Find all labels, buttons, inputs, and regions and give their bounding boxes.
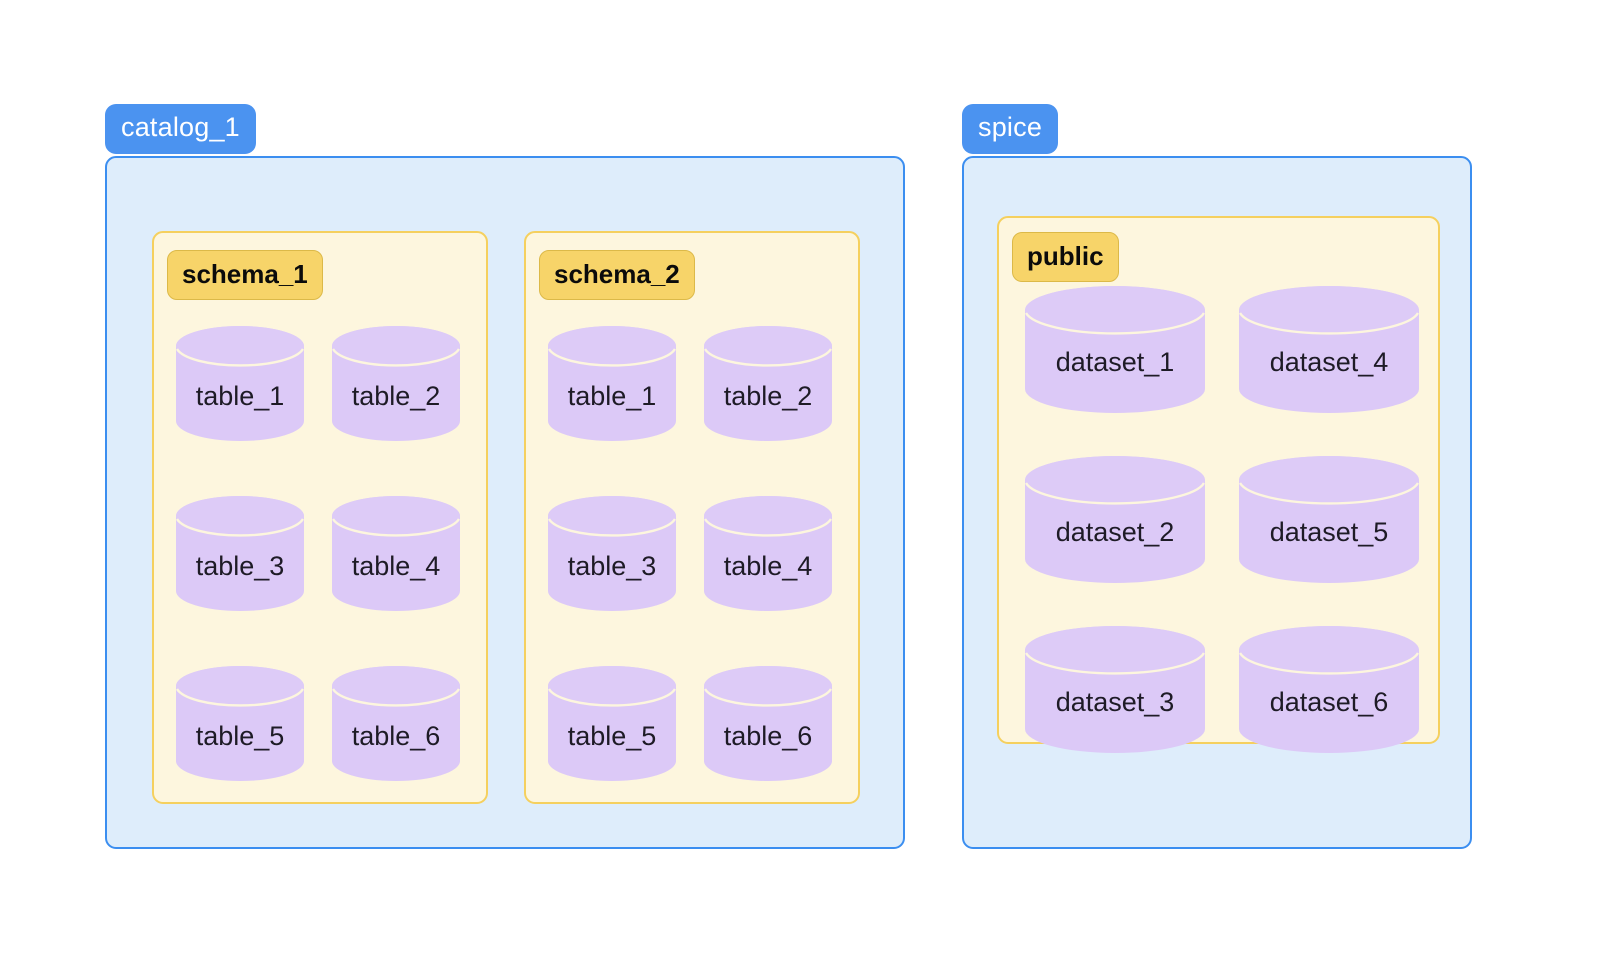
table-cylinder[interactable]: table_1 <box>548 326 676 441</box>
catalog-body-spice: public dataset_1 data <box>962 156 1472 849</box>
dataset-cylinder[interactable]: dataset_3 <box>1025 626 1205 753</box>
dataset-cylinder[interactable]: dataset_1 <box>1025 286 1205 413</box>
database-cylinder-icon <box>176 496 304 611</box>
database-cylinder-icon <box>548 666 676 781</box>
database-cylinder-icon <box>332 326 460 441</box>
schema-badge-public[interactable]: public <box>1012 232 1119 282</box>
table-cylinder[interactable]: table_5 <box>548 666 676 781</box>
table-cylinder[interactable]: table_6 <box>332 666 460 781</box>
table-cylinder[interactable]: table_2 <box>704 326 832 441</box>
dataset-cylinder[interactable]: dataset_6 <box>1239 626 1419 753</box>
table-cylinder[interactable]: table_2 <box>332 326 460 441</box>
catalog-badge-catalog-1[interactable]: catalog_1 <box>105 104 256 154</box>
database-cylinder-icon <box>1239 626 1419 753</box>
database-cylinder-icon <box>1025 286 1205 413</box>
catalog-group-spice: spice public dataset_1 <box>962 104 1472 849</box>
database-cylinder-icon <box>176 326 304 441</box>
catalog-badge-spice[interactable]: spice <box>962 104 1059 154</box>
dataset-cylinder[interactable]: dataset_4 <box>1239 286 1419 413</box>
dataset-cylinder[interactable]: dataset_5 <box>1239 456 1419 583</box>
dataset-cylinder[interactable]: dataset_2 <box>1025 456 1205 583</box>
database-cylinder-icon <box>1239 286 1419 413</box>
database-cylinder-icon <box>704 326 832 441</box>
database-cylinder-icon <box>704 666 832 781</box>
schema-panel-schema-2: schema_2 table_1 table_2 <box>524 231 860 804</box>
database-cylinder-icon <box>548 496 676 611</box>
schema-panel-public: public dataset_1 data <box>997 216 1440 753</box>
database-cylinder-icon <box>704 496 832 611</box>
database-cylinder-icon <box>176 666 304 781</box>
schema-badge-schema-2[interactable]: schema_2 <box>539 250 695 300</box>
table-cylinder[interactable]: table_3 <box>548 496 676 611</box>
database-cylinder-icon <box>332 496 460 611</box>
table-cylinder[interactable]: table_1 <box>176 326 304 441</box>
database-cylinder-icon <box>1025 456 1205 583</box>
table-cylinder[interactable]: table_3 <box>176 496 304 611</box>
table-cylinder[interactable]: table_4 <box>332 496 460 611</box>
table-cylinder[interactable]: table_4 <box>704 496 832 611</box>
catalog-body-catalog-1: schema_1 table_1 tabl <box>105 156 905 849</box>
database-cylinder-icon <box>1025 626 1205 753</box>
schema-badge-schema-1[interactable]: schema_1 <box>167 250 323 300</box>
database-cylinder-icon <box>548 326 676 441</box>
table-cylinder[interactable]: table_5 <box>176 666 304 781</box>
table-cylinder[interactable]: table_6 <box>704 666 832 781</box>
catalog-group-catalog-1: catalog_1 schema_1 table_1 <box>105 104 905 849</box>
database-cylinder-icon <box>332 666 460 781</box>
database-cylinder-icon <box>1239 456 1419 583</box>
schema-panel-schema-1: schema_1 table_1 tabl <box>152 231 488 804</box>
